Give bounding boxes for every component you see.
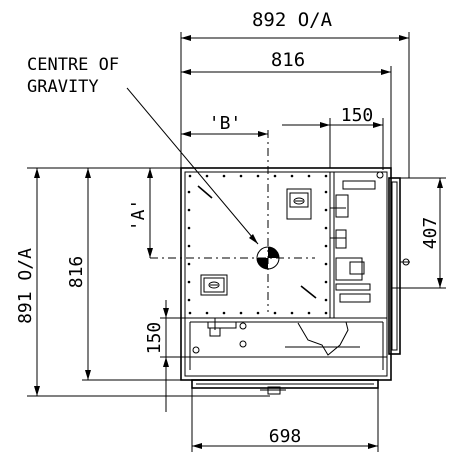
bolt-dot <box>307 174 311 178</box>
bolt-dot <box>187 208 191 212</box>
dim-698-label: 698 <box>269 426 302 447</box>
bolt-dot <box>324 298 328 302</box>
bolt-dot <box>324 208 328 212</box>
bolt-dot <box>273 174 277 178</box>
bolt-dot <box>324 244 328 248</box>
bolt-dot <box>307 311 311 315</box>
right-compartment-details <box>192 171 410 356</box>
cog-label-line2: GRAVITY <box>27 77 99 97</box>
inner-height-label: 816 <box>66 256 87 289</box>
bolt-dot <box>273 311 277 315</box>
bolt-dot <box>324 226 328 230</box>
bolt-dot <box>187 298 191 302</box>
bolt-dot <box>205 174 209 178</box>
cabinet-body <box>180 167 401 395</box>
bolt-dot <box>324 311 328 315</box>
cog-leader <box>126 87 259 245</box>
bolt-dot <box>187 190 191 194</box>
bolt-dot <box>324 280 328 284</box>
bolt-dot <box>187 244 191 248</box>
bolt-dot <box>256 174 260 178</box>
bolt-dot <box>239 311 243 315</box>
bolt-dot <box>188 174 192 178</box>
bolt-dot <box>205 311 209 315</box>
bolt-dot <box>222 311 226 315</box>
offset-a-label: 'A' <box>128 199 149 232</box>
dim-150-top-label: 150 <box>341 105 374 126</box>
bolt-dot <box>187 280 191 284</box>
bolt-dot <box>290 311 294 315</box>
overall-width-label: 892 O/A <box>252 9 333 31</box>
left-panel-details <box>197 185 317 299</box>
bolt-dot <box>256 311 260 315</box>
bolt-dot <box>222 174 226 178</box>
bolt-dot <box>324 190 328 194</box>
dimension-lines <box>27 32 446 452</box>
dim-407-label: 407 <box>420 217 441 250</box>
centre-lines <box>150 130 315 312</box>
bolt-dot <box>324 262 328 266</box>
bolt-dot <box>187 226 191 230</box>
bolt-dot <box>188 311 192 315</box>
bolt-dot <box>324 174 328 178</box>
cog-label-line1: CENTRE OF <box>27 55 119 75</box>
inner-width-label: 816 <box>271 49 305 71</box>
offset-b-label: 'B' <box>209 113 242 134</box>
bolt-dot <box>187 262 191 266</box>
panel-bolts <box>187 174 328 315</box>
dim-150-left-label: 150 <box>144 322 165 355</box>
overall-height-label: 891 O/A <box>15 248 36 324</box>
bolt-dot <box>239 174 243 178</box>
bolt-dot <box>290 174 294 178</box>
